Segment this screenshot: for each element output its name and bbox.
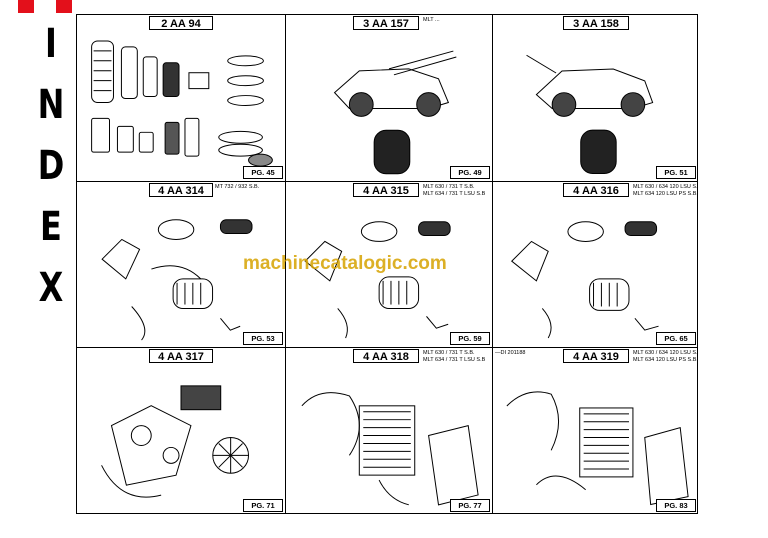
page-reference[interactable]: PG. 65 [656, 332, 696, 345]
section-code: 4 AA 319 [563, 349, 629, 363]
page-reference[interactable]: PG. 53 [243, 332, 283, 345]
index-letter: E [40, 204, 62, 250]
model-note: MLT 630 / 634 120 LSU S.B. MLT 634 120 L… [633, 184, 698, 197]
air-filter-illustration [290, 200, 488, 343]
section-code: 4 AA 316 [563, 183, 629, 197]
index-letter: X [38, 265, 64, 311]
model-note: MLT ... [423, 17, 440, 23]
index-letter: N [37, 82, 65, 128]
drawing-reference-note: —DI 201188 [495, 350, 526, 356]
index-title: I N D E X [30, 14, 72, 319]
page-reference[interactable]: PG. 83 [656, 499, 696, 512]
section-cell-4aa319[interactable]: —DI 201188 4 AA 319 MLT 630 / 634 120 LS… [493, 348, 698, 514]
section-code: 2 AA 94 [149, 16, 213, 30]
air-filter-illustration [81, 200, 281, 343]
air-filter-illustration [497, 200, 694, 343]
section-code: 3 AA 157 [353, 16, 419, 30]
page-reference[interactable]: PG. 77 [450, 499, 490, 512]
section-code: 4 AA 317 [149, 349, 213, 363]
model-note: MLT 630 / 634 120 LSU S.B. MLT 634 120 L… [633, 350, 698, 363]
section-code: 4 AA 314 [149, 183, 213, 197]
filters-and-belts-illustration [81, 33, 281, 177]
page-reference[interactable]: PG. 59 [450, 332, 490, 345]
telehandler-rear-tyre-illustration [497, 33, 694, 177]
section-code: 4 AA 318 [353, 349, 419, 363]
section-cell-3aa158[interactable]: 3 AA 158 PG. 51 [493, 15, 698, 182]
red-corner-mark-left [18, 0, 34, 13]
section-cell-4aa318[interactable]: 4 AA 318 MLT 630 / 731 T S.B. MLT 634 / … [286, 348, 493, 514]
watermark-text: machinecatalogic.com [243, 253, 447, 274]
section-code: 3 AA 158 [563, 16, 629, 30]
page-reference[interactable]: PG. 49 [450, 166, 490, 179]
index-letter: I [45, 21, 57, 67]
section-code: 4 AA 315 [353, 183, 419, 197]
radiator-illustration [290, 366, 488, 510]
section-cell-2aa94[interactable]: 2 AA 94 [77, 15, 286, 182]
index-letter: D [37, 143, 65, 189]
radiator-illustration [497, 366, 694, 510]
model-note: MLT 630 / 731 T S.B. MLT 634 / 731 T LSU… [423, 184, 486, 197]
section-cell-4aa316[interactable]: 4 AA 316 MLT 630 / 634 120 LSU S.B. MLT … [493, 182, 698, 348]
section-cell-4aa314[interactable]: 4 AA 314 MT 732 / 932 S.B. PG. 53 [77, 182, 286, 348]
section-cell-4aa315[interactable]: 4 AA 315 MLT 630 / 731 T S.B. MLT 634 / … [286, 182, 493, 348]
telehandler-front-tyre-illustration [290, 33, 488, 177]
model-note: MLT 630 / 731 T S.B. MLT 634 / 731 T LSU… [423, 350, 486, 363]
model-note: MT 732 / 932 S.B. [215, 184, 260, 190]
fan-belt-illustration [81, 366, 281, 510]
red-corner-mark-right [56, 0, 72, 13]
page-reference[interactable]: PG. 45 [243, 166, 283, 179]
section-cell-3aa157[interactable]: 3 AA 157 MLT ... PG. 49 [286, 15, 493, 182]
section-cell-4aa317[interactable]: 4 AA 317 PG. 71 [77, 348, 286, 514]
index-grid: 2 AA 94 [76, 14, 698, 514]
page-reference[interactable]: PG. 71 [243, 499, 283, 512]
page-reference[interactable]: PG. 51 [656, 166, 696, 179]
